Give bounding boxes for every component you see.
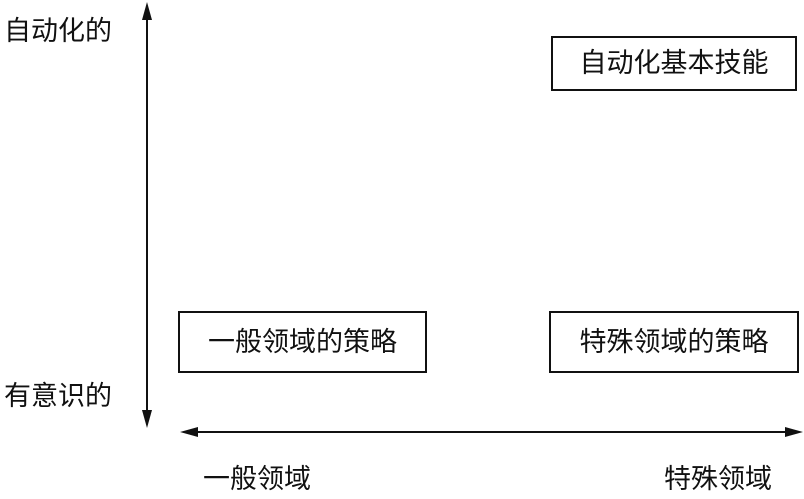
horizontal-axis-right-arrowhead	[785, 427, 803, 437]
vertical-axis-top-label: 自动化的	[4, 16, 112, 47]
vertical-axis-top-arrowhead	[142, 2, 152, 20]
horizontal-axis-right-label: 特殊领域	[664, 464, 772, 495]
automated-skills-box: 自动化基本技能	[551, 36, 797, 91]
specific-strategies-box: 特殊领域的策略	[549, 311, 799, 373]
horizontal-axis-left-label: 一般领域	[203, 464, 311, 495]
general-strategies-box: 一般领域的策略	[178, 311, 427, 373]
vertical-axis-bottom-arrowhead	[142, 410, 152, 428]
vertical-axis-bottom-label: 有意识的	[4, 381, 112, 412]
horizontal-axis-left-arrowhead	[180, 427, 198, 437]
